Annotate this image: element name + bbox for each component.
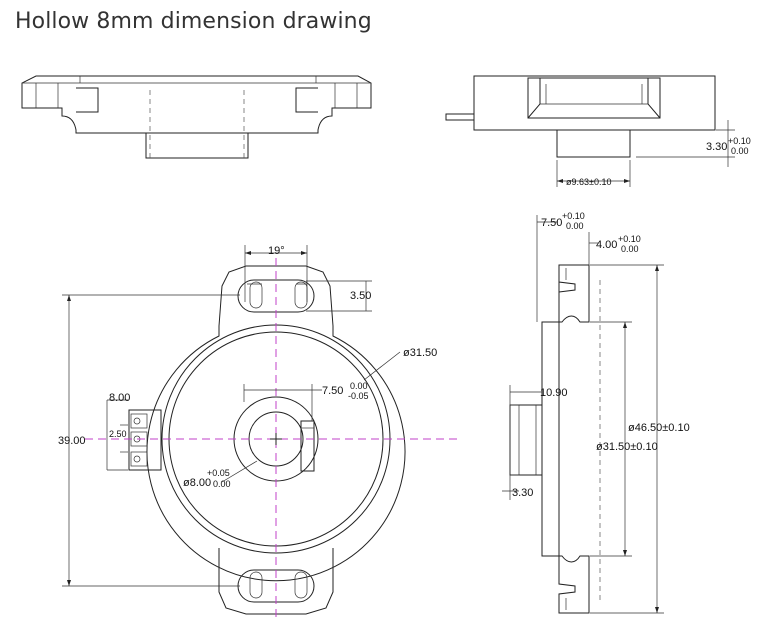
outer-diameter: ø31.50 [403, 347, 437, 359]
flange-tol-lower: 0.00 [621, 244, 639, 254]
total-height: 39.00 [58, 435, 86, 447]
shaft-offset: 7.50 [322, 385, 343, 397]
page-title: Hollow 8mm dimension drawing [15, 9, 372, 34]
hole-diameter: ø8.00 [183, 477, 211, 489]
profile-view [502, 215, 664, 614]
shaft-offset-upper: 0.00 [350, 381, 368, 391]
depth-tol-upper: +0.10 [562, 211, 585, 221]
slot-angle: 19° [268, 245, 285, 257]
slot-width: 3.50 [350, 290, 371, 302]
body-length: ø46.50±0.10 [628, 422, 690, 434]
boss-diameter: ø9.63±0.10 [566, 177, 611, 187]
pin-pitch: 2.50 [109, 429, 127, 439]
flange-dimension: 4.00 [596, 239, 617, 251]
shaft-offset-lower: -0.05 [348, 391, 369, 401]
height-tol-lower: 0.00 [731, 146, 749, 156]
flange-tol-upper: +0.10 [618, 234, 641, 244]
top-side-view [21, 75, 372, 159]
front-view [62, 245, 458, 620]
top-right-side-view [445, 75, 735, 187]
hole-tol-lower: 0.00 [213, 479, 231, 489]
height-dimension: 3.30 [706, 141, 727, 153]
height-tol-upper: +0.10 [728, 136, 751, 146]
connector-width: 8.00 [109, 392, 130, 404]
hole-tol-upper: +0.05 [207, 468, 230, 478]
depth-tol-lower: 0.00 [566, 221, 584, 231]
connector-depth: 10.90 [540, 387, 568, 399]
pin-offset: 3.30 [512, 487, 533, 499]
body-diameter: ø31.50±0.10 [596, 441, 658, 453]
depth-dimension: 7.50 [541, 217, 562, 229]
